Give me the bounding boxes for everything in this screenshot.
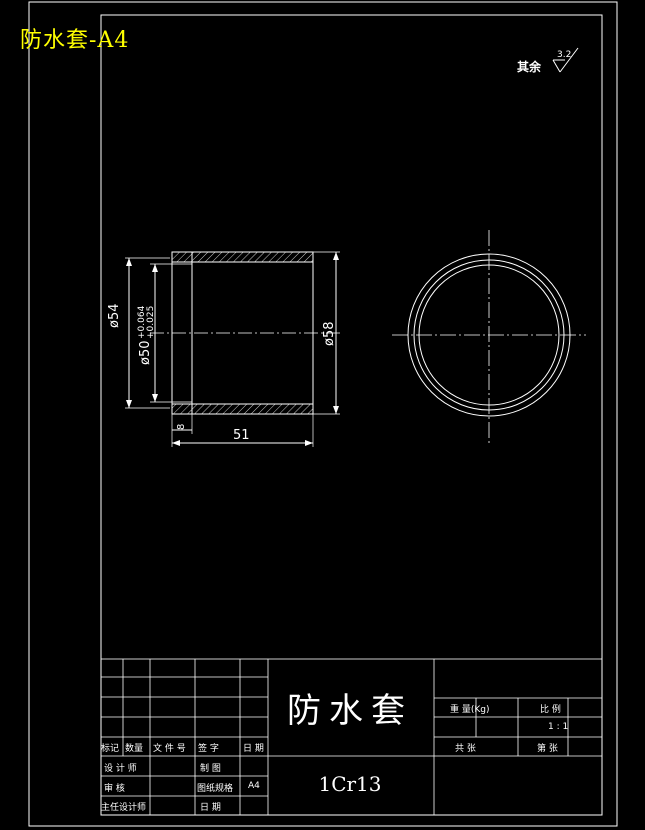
tb-weight: 重 量(Kg) — [450, 705, 490, 715]
wall-top — [191, 251, 314, 263]
dim-d58: ø58 — [322, 321, 337, 347]
roughness-label: 其余 — [517, 60, 542, 74]
material: 1Cr13 — [318, 772, 382, 796]
outer-border — [28, 1, 618, 827]
sleeve-section-view — [125, 251, 340, 447]
dim-d50-tol-lower: +0.025 — [146, 305, 156, 339]
part-name: 防水套 — [287, 691, 413, 731]
tb-doc-no: 文 件 号 — [153, 744, 186, 754]
flange-top — [171, 251, 193, 263]
roughness-value: 3.2 — [557, 50, 572, 60]
tb-date2: 日 期 — [200, 803, 221, 813]
tb-designer: 设 计 师 — [104, 764, 137, 774]
tb-date: 日 期 — [243, 744, 264, 754]
dim-d50: ø50 — [138, 340, 153, 366]
tb-scale: 比 例 — [540, 705, 561, 715]
dim-d54: ø54 — [107, 303, 122, 329]
tb-total: 共 张 — [455, 744, 476, 754]
tb-scale-val: 1 : 1 — [548, 722, 569, 732]
tb-qty: 数量 — [125, 744, 144, 754]
drawing-title-tag: 防水套-A4 — [20, 28, 130, 53]
sleeve-end-view — [392, 230, 586, 446]
flange-bottom — [171, 403, 193, 415]
dimension-arrows — [126, 252, 339, 446]
tb-chief: 主任设计师 — [101, 803, 147, 813]
tb-sign: 签 字 — [198, 744, 219, 754]
dim-length: 51 — [233, 428, 250, 443]
dim-flange: 8 — [176, 423, 187, 430]
tb-mark: 标记 — [101, 744, 120, 754]
tb-sheet: 第 张 — [537, 744, 558, 754]
tb-reviewer: 审 核 — [104, 784, 125, 794]
roughness-symbol — [552, 47, 579, 73]
tb-paper-val: A4 — [248, 781, 260, 791]
title-block-grid — [100, 658, 603, 816]
wall-bottom — [191, 403, 314, 415]
tb-paper: 图纸规格 — [197, 784, 234, 794]
tb-drafter: 制 图 — [200, 764, 221, 774]
